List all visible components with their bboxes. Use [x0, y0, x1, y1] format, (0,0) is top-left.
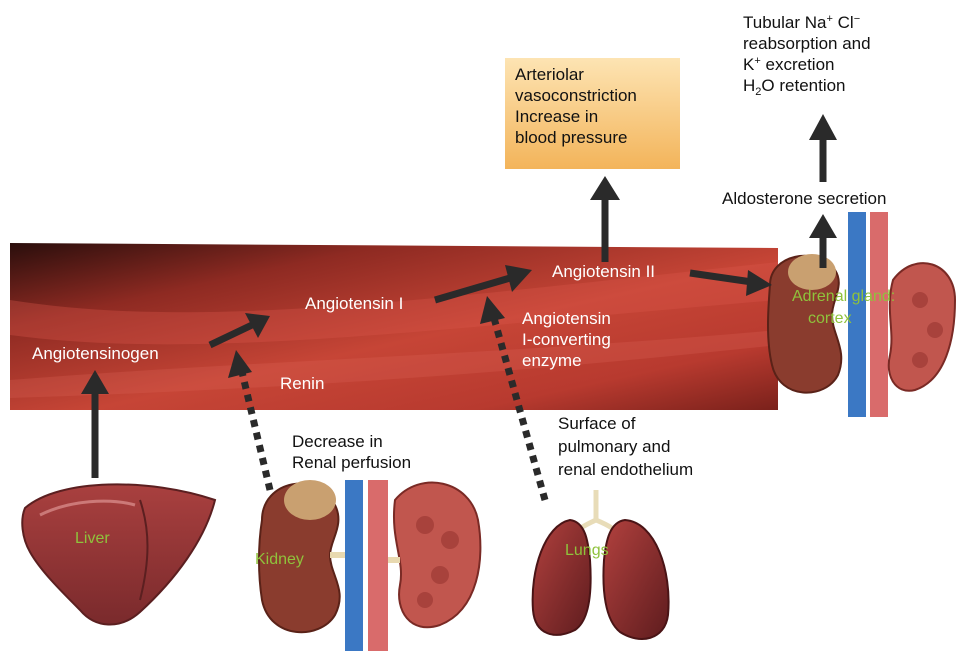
angiotensin-i-label: Angiotensin I	[305, 293, 403, 314]
vasoconstriction-box: Arteriolar vasoconstriction Increase in …	[505, 58, 680, 169]
lungs-label: Lungs	[565, 541, 609, 561]
box-line-2: vasoconstriction	[515, 85, 670, 106]
arrow-aldosterone-to-tubular	[809, 114, 837, 182]
angiotensinogen-label: Angiotensinogen	[32, 343, 159, 364]
liver-illustration	[22, 484, 215, 624]
box-line-1: Arteriolar	[515, 64, 670, 85]
tubular-effects-text: Tubular Na+ Cl− reabsorption and K+ excr…	[743, 12, 871, 96]
box-line-4: blood pressure	[515, 127, 670, 148]
tubular-line-3: K+ excretion	[743, 54, 871, 75]
surface-label-2: pulmonary and	[558, 436, 670, 457]
decrease-label-2: Renal perfusion	[292, 452, 411, 473]
tubular-line-2: reabsorption and	[743, 33, 871, 54]
box-line-3: Increase in	[515, 106, 670, 127]
tubular-line-4: H2O retention	[743, 75, 871, 96]
lungs-illustration	[533, 490, 669, 639]
kidney-label: Kidney	[255, 550, 304, 570]
ace-label-3: enzyme	[522, 350, 582, 371]
ace-label-2: I-converting	[522, 329, 611, 350]
aldosterone-secretion-label: Aldosterone secretion	[722, 188, 886, 209]
surface-label-1: Surface of	[558, 413, 636, 434]
decrease-label-1: Decrease in	[292, 431, 383, 452]
surface-label-3: renal endothelium	[558, 459, 693, 480]
liver-label: Liver	[75, 529, 110, 549]
tubular-line-1: Tubular Na+ Cl−	[743, 12, 871, 33]
adrenal-label-1: Adrenal gland:	[792, 287, 895, 307]
adrenal-kidney-illustration	[768, 212, 955, 417]
blood-vessel-band	[10, 243, 778, 410]
renin-label: Renin	[280, 373, 324, 394]
adrenal-label-2: cortex	[808, 309, 852, 329]
angiotensin-ii-label: Angiotensin II	[552, 261, 655, 282]
ace-label-1: Angiotensin	[522, 308, 611, 329]
